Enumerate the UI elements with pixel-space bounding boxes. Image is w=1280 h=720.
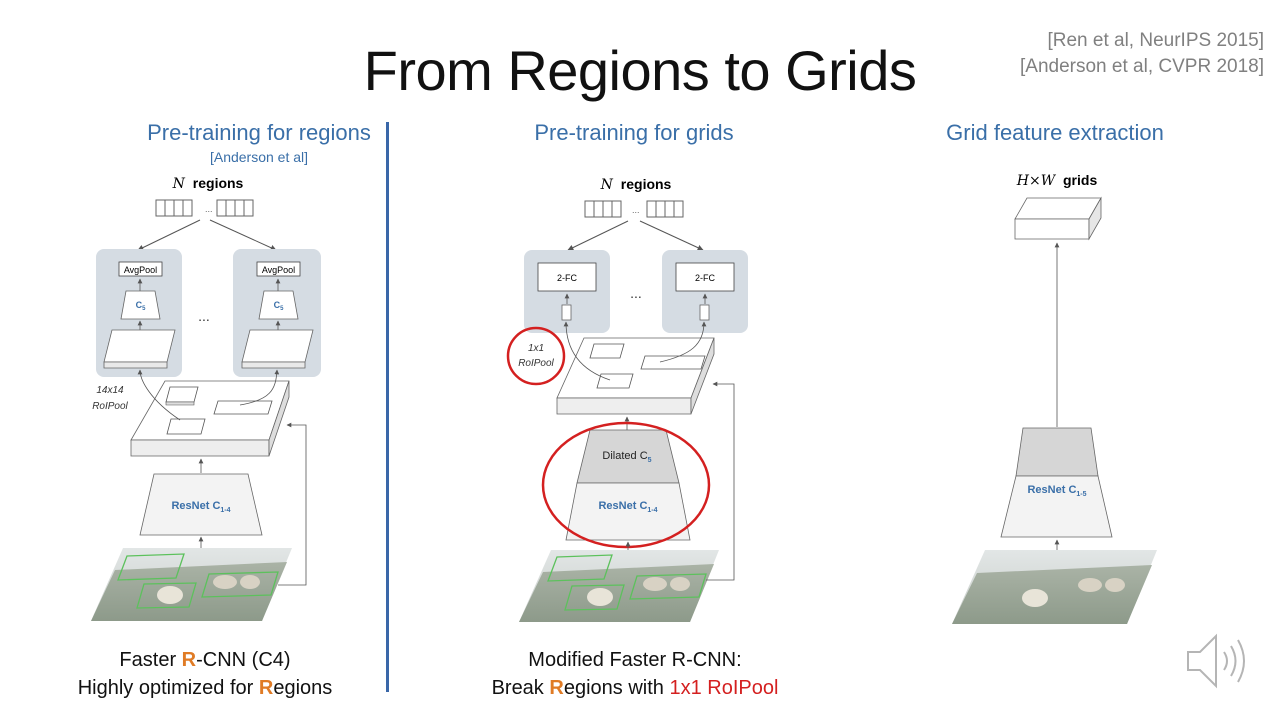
heading-grid-pretraining: Pre-training for grids bbox=[534, 120, 734, 145]
roipool-highlight-circle: 1x1 RoIPool bbox=[506, 326, 566, 386]
column-grid-extraction: H×W grids ResNet C1-5 bbox=[952, 172, 1157, 624]
resnet-backbone-c1-4: ResNet C1-4 bbox=[139, 473, 263, 536]
dilated-c5-stage: Dilated C5 bbox=[576, 429, 680, 484]
svg-text:ResNet C1-4: ResNet C1-4 bbox=[171, 500, 230, 514]
grid-feature-map bbox=[1014, 196, 1102, 241]
column-divider bbox=[386, 122, 389, 692]
caption-grid-pretraining: Modified Faster R-CNN: Break Regions wit… bbox=[440, 646, 830, 702]
svg-text:ResNet C1-5: ResNet C1-5 bbox=[1027, 484, 1086, 498]
svg-text:...: ... bbox=[632, 205, 640, 215]
stage-c5-label: C5 bbox=[136, 300, 147, 312]
caption-line2: Highly optimized for Regions bbox=[77, 677, 333, 699]
input-image-sheep bbox=[91, 548, 292, 621]
caption-line1: Modified Faster R-CNN: bbox=[528, 649, 742, 671]
fc-head-panel-left: 2-FC bbox=[524, 250, 610, 333]
input-image-sheep bbox=[519, 550, 719, 622]
fc-label: 2-FC bbox=[695, 273, 716, 283]
slide-title: From Regions to Grids bbox=[363, 39, 917, 102]
svg-text:Dilated C5: Dilated C5 bbox=[602, 450, 651, 464]
resnet-backbone-c1-5: ResNet C1-5 bbox=[1000, 427, 1113, 538]
heading-grid-extraction: Grid feature extraction bbox=[946, 120, 1164, 145]
reference-anderson: [Anderson et al, CVPR 2018] bbox=[1020, 56, 1264, 77]
svg-text:...: ... bbox=[205, 204, 213, 214]
region-head-panel-right: AvgPool C5 bbox=[233, 249, 321, 377]
reference-ren: [Ren et al, NeurIPS 2015] bbox=[1047, 30, 1264, 51]
ellipsis: ... bbox=[198, 308, 210, 324]
output-label: H×W grids bbox=[1016, 172, 1098, 189]
column-region-pretraining: N regions ... AvgPool C5 ... bbox=[91, 175, 321, 621]
caption-line2: Break Regions with 1x1 RoIPool bbox=[491, 677, 779, 699]
subheading-anderson: [Anderson et al] bbox=[209, 149, 309, 165]
backbone-highlight-circle bbox=[541, 421, 711, 549]
roipool-label-line1: 14x14 bbox=[96, 385, 124, 396]
stage-c5-label: C5 bbox=[274, 300, 285, 312]
caption-region-pretraining: Faster R-CNN (C4) Highly optimized for R… bbox=[30, 646, 380, 702]
heading-text: Pre-training for regions bbox=[147, 120, 371, 145]
region-feature-vectors bbox=[584, 200, 684, 218]
column-grid-pretraining: N regions ... 2-FC ... 2-FC bbox=[506, 176, 748, 622]
feature-map-c4 bbox=[130, 369, 290, 457]
roipool-label-line1: 1x1 bbox=[528, 343, 544, 354]
avgpool-label: AvgPool bbox=[124, 265, 157, 275]
fc-label: 2-FC bbox=[557, 273, 578, 283]
ellipsis: ... bbox=[630, 285, 642, 301]
output-label: N regions bbox=[600, 176, 672, 193]
fc-head-panel-right: 2-FC bbox=[662, 250, 748, 333]
avgpool-label: AvgPool bbox=[262, 265, 295, 275]
input-image-sheep bbox=[952, 550, 1157, 624]
roipool-label-line2: RoIPool bbox=[92, 401, 128, 412]
heading-region-pretraining: Pre-training for regions bbox=[54, 120, 464, 146]
speaker-icon[interactable] bbox=[1184, 630, 1258, 692]
references: [Ren et al, NeurIPS 2015] [Anderson et a… bbox=[1020, 28, 1264, 80]
caption-line1: Faster R-CNN (C4) bbox=[119, 649, 291, 671]
svg-text:ResNet C1-4: ResNet C1-4 bbox=[598, 500, 657, 514]
roipool-label-line2: RoIPool bbox=[518, 358, 554, 369]
output-label: N regions bbox=[172, 175, 244, 192]
feature-map-grid bbox=[556, 321, 715, 415]
resnet-backbone-c1-4: ResNet C1-4 bbox=[565, 482, 691, 541]
region-head-panel-left: AvgPool C5 bbox=[96, 249, 182, 377]
region-feature-vectors: ... bbox=[155, 199, 254, 217]
